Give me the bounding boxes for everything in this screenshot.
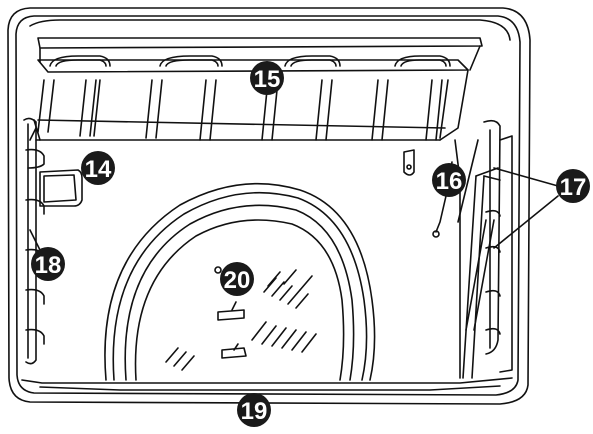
callout-20: 20 bbox=[220, 262, 254, 296]
top-grill-frame bbox=[29, 37, 483, 141]
cavity-inner-shell bbox=[15, 15, 521, 396]
cavity-outer-shell bbox=[7, 7, 531, 405]
left-shelf-rails bbox=[23, 117, 45, 365]
right-shelf-rails bbox=[457, 119, 513, 379]
callout-19-label: 19 bbox=[241, 398, 268, 425]
callout-14: 14 bbox=[81, 151, 115, 185]
callout-15: 15 bbox=[250, 61, 284, 95]
lamp-housing bbox=[39, 169, 83, 207]
callout-19: 19 bbox=[237, 393, 271, 427]
callout-16: 16 bbox=[432, 163, 466, 197]
callout-badges: 15 14 16 17 18 20 19 bbox=[31, 61, 590, 427]
callout-17-leader bbox=[493, 167, 559, 249]
callout-17: 17 bbox=[556, 169, 590, 203]
cavity-floor-lip bbox=[39, 385, 501, 391]
callout-18-label: 18 bbox=[35, 252, 62, 279]
callout-15-label: 15 bbox=[254, 66, 281, 93]
side-hook-hole bbox=[406, 164, 412, 170]
callout-16-label: 16 bbox=[436, 168, 463, 195]
callout-17-label: 17 bbox=[560, 174, 587, 201]
lamp-housing-inner bbox=[43, 174, 77, 203]
cavity-floor-line bbox=[21, 377, 513, 384]
cavity-rear-edge-top bbox=[29, 19, 511, 41]
sensor-tip bbox=[432, 230, 440, 238]
callout-20-label: 20 bbox=[224, 267, 251, 294]
callout-14-label: 14 bbox=[85, 156, 112, 183]
callout-18: 18 bbox=[31, 247, 65, 281]
side-hook bbox=[403, 149, 415, 176]
